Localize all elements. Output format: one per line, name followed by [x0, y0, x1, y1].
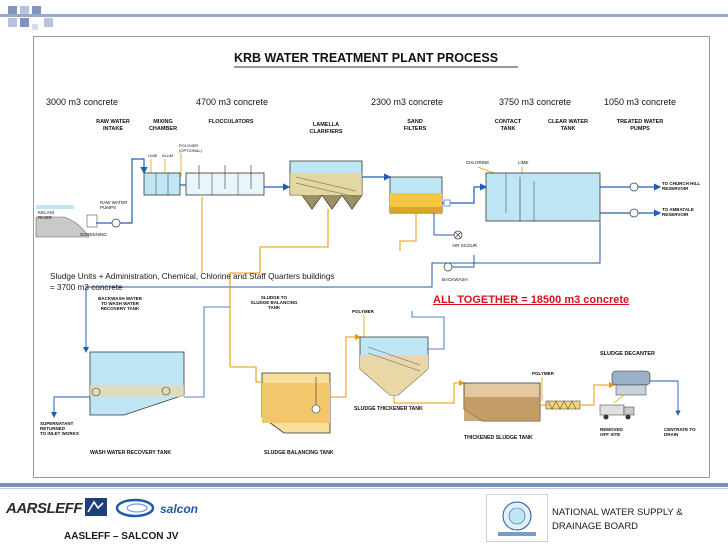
contact-clear-water-tank — [485, 172, 601, 222]
sludge-decanter — [611, 370, 651, 386]
air-scour-label: AIR SCOUR — [452, 243, 478, 248]
thickened-tank-label: THICKENED SLUDGE TANK — [464, 435, 533, 441]
balancing-tank-label: SLUDGE BALANCING TANK — [264, 450, 334, 456]
process-diagram: KRB WATER TREATMENT PLANT PROCESS 3000 m… — [35, 51, 700, 456]
header-rule — [0, 14, 728, 17]
backwash-label: BACKWASH — [442, 277, 468, 282]
wash-water-recovery-tank — [89, 351, 185, 416]
thickener-tank-label: SLUDGE THICKENER TANK — [354, 406, 423, 412]
aarsleff-logo: AARSLEFF — [6, 500, 83, 517]
mixing-chamber — [143, 172, 181, 196]
stage-flocculators: FLOCCULATORS — [208, 119, 253, 125]
wash-tank-label: WASH WATER RECOVERY TANK — [90, 450, 171, 456]
aarsleff-flag-icon — [85, 498, 107, 516]
nwsdb-emblem-icon — [486, 494, 548, 542]
concrete-raw-intake: 3000 m3 concrete — [46, 97, 118, 107]
chlorine-label: CHLORINE — [466, 160, 489, 165]
concrete-flocculators: 4700 m3 concrete — [196, 97, 268, 107]
salcon-logo-icon — [115, 498, 155, 518]
alum-label: ALUM — [162, 153, 173, 158]
nwsdb-name-line1: NATIONAL WATER SUPPLY & — [552, 507, 683, 518]
sludge-decanter-label: SLUDGE DECANTER — [600, 351, 655, 357]
sludge-note: Sludge Units + Administration, Chemical,… — [50, 272, 335, 292]
lime2-label: LIME — [518, 160, 529, 165]
diagram-title: KRB WATER TREATMENT PLANT PROCESS — [234, 51, 498, 65]
concrete-sand-filters: 2300 m3 concrete — [371, 97, 443, 107]
polymer1-label: POLYMER — [352, 309, 375, 314]
footer-rule — [0, 483, 728, 487]
jv-label: AASLEFF – SALCON JV — [64, 531, 179, 542]
polymer-optional-label: POLYMER(OPTIONAL) — [179, 143, 203, 153]
lime-label: LIME — [148, 153, 158, 158]
nwsdb-name: NATIONAL WATER SUPPLY & DRAINAGE BOARD — [552, 506, 712, 534]
footer-rule-thin — [0, 488, 728, 489]
nwsdb-name-line2: DRAINAGE BOARD — [552, 521, 639, 532]
concrete-treated-pumps: 1050 m3 concrete — [604, 97, 676, 107]
total-concrete-label: ALL TOGETHER = 18500 m3 concrete — [433, 294, 630, 306]
screening-label: SCREENING — [80, 232, 107, 237]
polymer2-label: POLYMER — [532, 371, 555, 376]
salcon-logo: salcon — [160, 502, 199, 516]
concrete-contact-tank: 3750 m3 concrete — [499, 97, 571, 107]
header-squares-decoration — [8, 6, 53, 30]
